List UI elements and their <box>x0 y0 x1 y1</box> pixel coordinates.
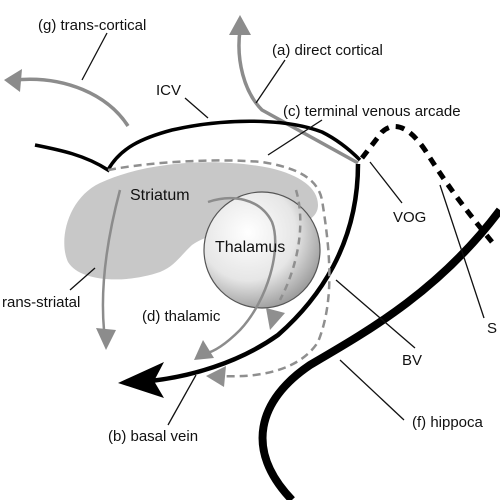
label-thalamic: (d) thalamic <box>142 308 221 325</box>
terminal-venous-arcade-arrowhead <box>206 366 226 387</box>
basal-vein-arrowhead <box>118 362 164 398</box>
trans-striatal-vessel <box>101 189 122 331</box>
hippocampal-vessel <box>258 207 500 500</box>
leader-basal-vein <box>167 374 197 426</box>
leader-trans-cortical <box>81 32 108 81</box>
label-thalamus: Thalamus <box>215 239 285 256</box>
trans-striatal-arrowhead <box>96 328 116 350</box>
thalamus-drainage-vessel <box>278 189 302 301</box>
leader-terminal-venous-arcade <box>267 119 323 156</box>
trans-cortical-arrowhead <box>4 69 22 92</box>
vog-vessel <box>360 124 494 244</box>
direct-cortical-vessel <box>237 29 359 165</box>
label-trans-striatal: rans-striatal <box>2 294 80 311</box>
label-hippocampal: (f) hippoca <box>412 414 484 431</box>
direct-cortical-arrowhead <box>229 15 251 35</box>
label-s: S <box>487 320 497 337</box>
basal-vein-vessel <box>139 163 361 385</box>
label-trans-cortical: (g) trans-cortical <box>38 17 146 34</box>
thalamus-drainage-arrowhead <box>266 308 285 330</box>
leader-direct-cortical <box>255 59 286 104</box>
thalamic-vessel <box>203 197 277 356</box>
leader-vog <box>369 161 403 204</box>
thalamus-sphere <box>203 191 321 309</box>
terminal-venous-arcade-vessel <box>107 159 331 378</box>
label-vog: VOG <box>393 209 426 226</box>
label-terminal-venous-arcade: (c) terminal venous arcade <box>283 103 461 120</box>
leader-hippocampal <box>339 359 405 421</box>
icv-vessel <box>34 119 362 173</box>
label-bv: BV <box>402 352 422 369</box>
label-direct-cortical: (a) direct cortical <box>272 42 383 59</box>
label-striatum: Striatum <box>130 187 190 204</box>
thalamic-arrowhead <box>194 340 214 360</box>
leader-trans-striatal <box>69 267 96 291</box>
leader-bv <box>335 279 416 349</box>
leader-s <box>439 184 485 319</box>
trans-cortical-vessel <box>13 77 130 127</box>
leader-icv <box>184 97 209 119</box>
label-basal-vein: (b) basal vein <box>108 428 198 445</box>
striatum-region <box>64 162 319 280</box>
label-icv: ICV <box>156 82 181 99</box>
